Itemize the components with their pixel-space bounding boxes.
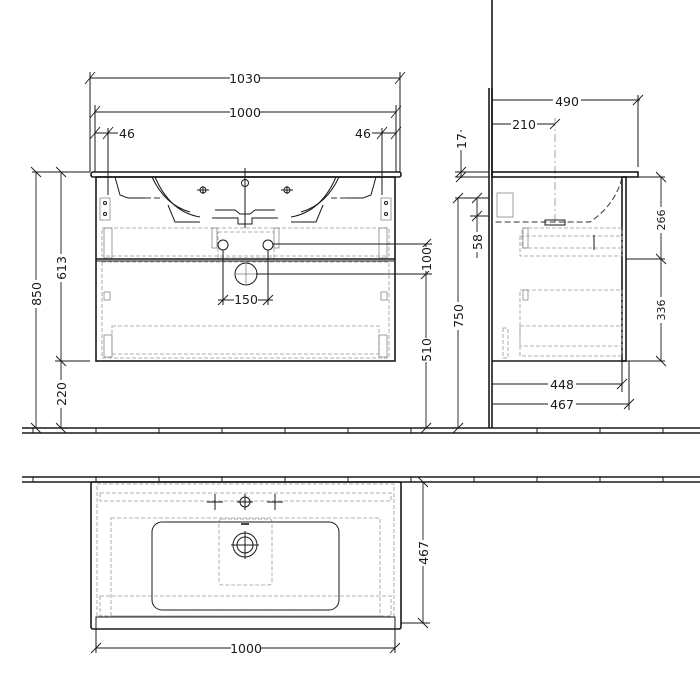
dimension-overall-depth: 490 — [492, 93, 644, 167]
dim-label-17: 17 — [454, 133, 469, 149]
dimension-insets: 46 46 — [89, 126, 402, 195]
basin-profile-hidden — [492, 177, 623, 223]
dimension-cabinet-depths: 448 467 — [492, 361, 635, 412]
dimension-drawer-heights: 266 336 — [626, 171, 668, 367]
dim-label-1000: 1000 — [229, 105, 261, 120]
basin-bowl-top — [151, 521, 340, 611]
dim-label-613: 613 — [54, 256, 69, 280]
top-front-edge — [95, 616, 396, 630]
mounting-brackets — [99, 197, 392, 221]
dimension-overall-width: 1030 — [84, 70, 406, 172]
side-bracket — [496, 192, 514, 218]
dimension-cabinet-width: 1000 — [89, 104, 402, 172]
dimension-top-width: 1000 — [90, 629, 401, 656]
dim-label-448: 448 — [550, 377, 574, 392]
side-hidden-drawers — [502, 227, 623, 359]
dim-label-46-right: 46 — [355, 126, 371, 141]
dim-label-510: 510 — [419, 338, 434, 362]
side-view: 490 210 17 58 — [451, 0, 700, 434]
dim-label-490: 490 — [555, 94, 579, 109]
dim-label-150: 150 — [234, 292, 258, 307]
hidden-drawer-lines — [101, 227, 390, 359]
dim-label-850: 850 — [29, 282, 44, 306]
dimension-wall-heights: 58 750 — [451, 192, 489, 434]
dim-label-46-left: 46 — [119, 126, 135, 141]
basin-outline — [114, 168, 377, 228]
side-front-panel — [621, 176, 627, 362]
wall-line-front — [22, 427, 470, 434]
dimension-tap-spacing: 150 — [217, 250, 274, 307]
dim-label-467: 467 — [550, 397, 574, 412]
dimension-connection-heights: 100 510 — [256, 238, 434, 434]
dim-label-750: 750 — [451, 304, 466, 328]
dimension-top-thickness: 17 — [454, 130, 489, 183]
overflow-hole — [241, 179, 249, 187]
dim-label-266: 266 — [655, 210, 668, 231]
front-view: 1030 1000 46 46 — [22, 70, 470, 434]
dim-label-210: 210 — [512, 117, 536, 132]
dim-label-58: 58 — [470, 234, 485, 250]
top-view: 1000 467 — [22, 476, 700, 656]
dim-label-1030: 1030 — [229, 71, 261, 86]
dimension-tap-axis: 210 — [492, 117, 561, 222]
dim-label-top-1000: 1000 — [230, 641, 262, 656]
dim-label-336: 336 — [655, 300, 668, 321]
dim-label-100: 100 — [419, 247, 434, 271]
dimension-heights: 850 613 220 — [29, 166, 90, 434]
tap-holes-top — [207, 494, 283, 510]
dim-label-top-467: 467 — [416, 541, 431, 565]
dim-label-220: 220 — [54, 382, 69, 406]
dimension-top-depth: 467 — [401, 476, 431, 629]
